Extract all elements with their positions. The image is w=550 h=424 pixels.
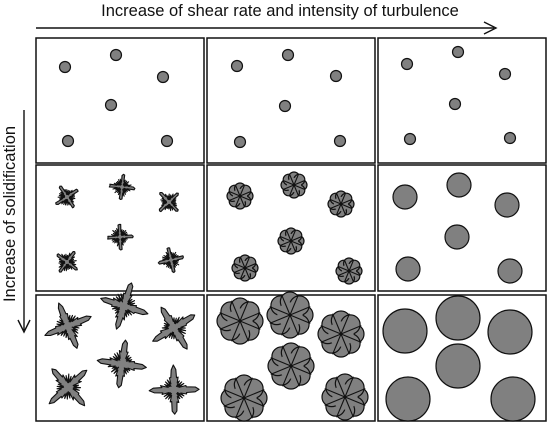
grain-r2-c2-6 xyxy=(335,257,363,285)
grain-r1-c1-5 xyxy=(61,134,75,148)
grain-r2-c2-4 xyxy=(277,227,305,255)
grain-r3-c3-3 xyxy=(487,309,533,355)
grain-r1-c2-2 xyxy=(281,48,295,62)
grain-r1-c3-1 xyxy=(400,57,414,71)
grain-r3-c1-5 xyxy=(48,368,88,407)
grain-r2-c3-3 xyxy=(494,192,520,218)
panel-r1-c3 xyxy=(377,37,547,164)
grain-r1-c3-4 xyxy=(448,97,462,111)
grain-r3-c1-3 xyxy=(152,306,196,350)
grain-r3-c1-2 xyxy=(100,282,149,330)
grain-r3-c3-4 xyxy=(435,343,481,389)
grain-r3-c2-4 xyxy=(267,342,315,390)
grain-r3-c3-5 xyxy=(385,376,431,422)
grain-r3-c2-1 xyxy=(216,297,264,345)
grain-r1-c3-3 xyxy=(498,67,512,81)
grain-r3-c2-3 xyxy=(317,310,365,358)
grain-r2-c1-4 xyxy=(107,223,134,251)
grain-r1-c2-3 xyxy=(329,69,343,83)
grain-r3-c3-2 xyxy=(435,295,481,341)
grain-r2-c3-4 xyxy=(444,224,470,250)
grain-r3-c2-2 xyxy=(266,291,314,339)
grain-r3-c1-4 xyxy=(96,339,147,389)
grain-r2-c1-2 xyxy=(108,173,136,201)
vertical-axis-label: Increase of solidification xyxy=(1,126,19,302)
grain-r1-c2-5 xyxy=(233,135,247,149)
grain-r1-c1-3 xyxy=(156,70,170,84)
grain-r3-c1-6 xyxy=(148,364,200,415)
grain-r3-c2-5 xyxy=(220,374,268,422)
grain-r2-c3-6 xyxy=(497,258,523,284)
grain-r1-c1-4 xyxy=(104,98,118,112)
grain-r2-c2-5 xyxy=(231,254,259,282)
grain-r2-c1-6 xyxy=(157,247,184,274)
grain-r2-c1-5 xyxy=(56,251,78,273)
grain-r1-c2-6 xyxy=(333,134,347,148)
grain-r1-c2-1 xyxy=(230,59,244,73)
grain-r2-c3-1 xyxy=(392,184,418,210)
grain-r3-c3-6 xyxy=(490,376,536,422)
grain-r3-c3-1 xyxy=(382,308,428,354)
grain-r2-c3-5 xyxy=(395,256,421,282)
grain-r1-c3-2 xyxy=(451,45,465,59)
horizontal-axis-label: Increase of shear rate and intensity of … xyxy=(101,2,459,20)
grain-r1-c1-2 xyxy=(109,48,123,62)
grain-r2-c1-1 xyxy=(55,185,79,209)
grain-r1-c2-4 xyxy=(278,99,292,113)
grain-r3-c2-6 xyxy=(321,373,369,421)
grain-r2-c2-3 xyxy=(327,190,355,218)
horizontal-arrow xyxy=(36,21,498,35)
grain-r2-c2-1 xyxy=(226,182,254,210)
grain-r2-c3-2 xyxy=(446,172,472,198)
grain-r1-c3-5 xyxy=(403,132,417,146)
grain-r3-c1-1 xyxy=(44,302,92,349)
grain-r1-c1-6 xyxy=(160,134,174,148)
grain-r1-c3-6 xyxy=(503,131,517,145)
grain-r2-c1-3 xyxy=(158,191,179,213)
grain-r1-c1-1 xyxy=(58,60,72,74)
grain-r2-c2-2 xyxy=(280,171,308,199)
vertical-arrow xyxy=(17,110,31,334)
